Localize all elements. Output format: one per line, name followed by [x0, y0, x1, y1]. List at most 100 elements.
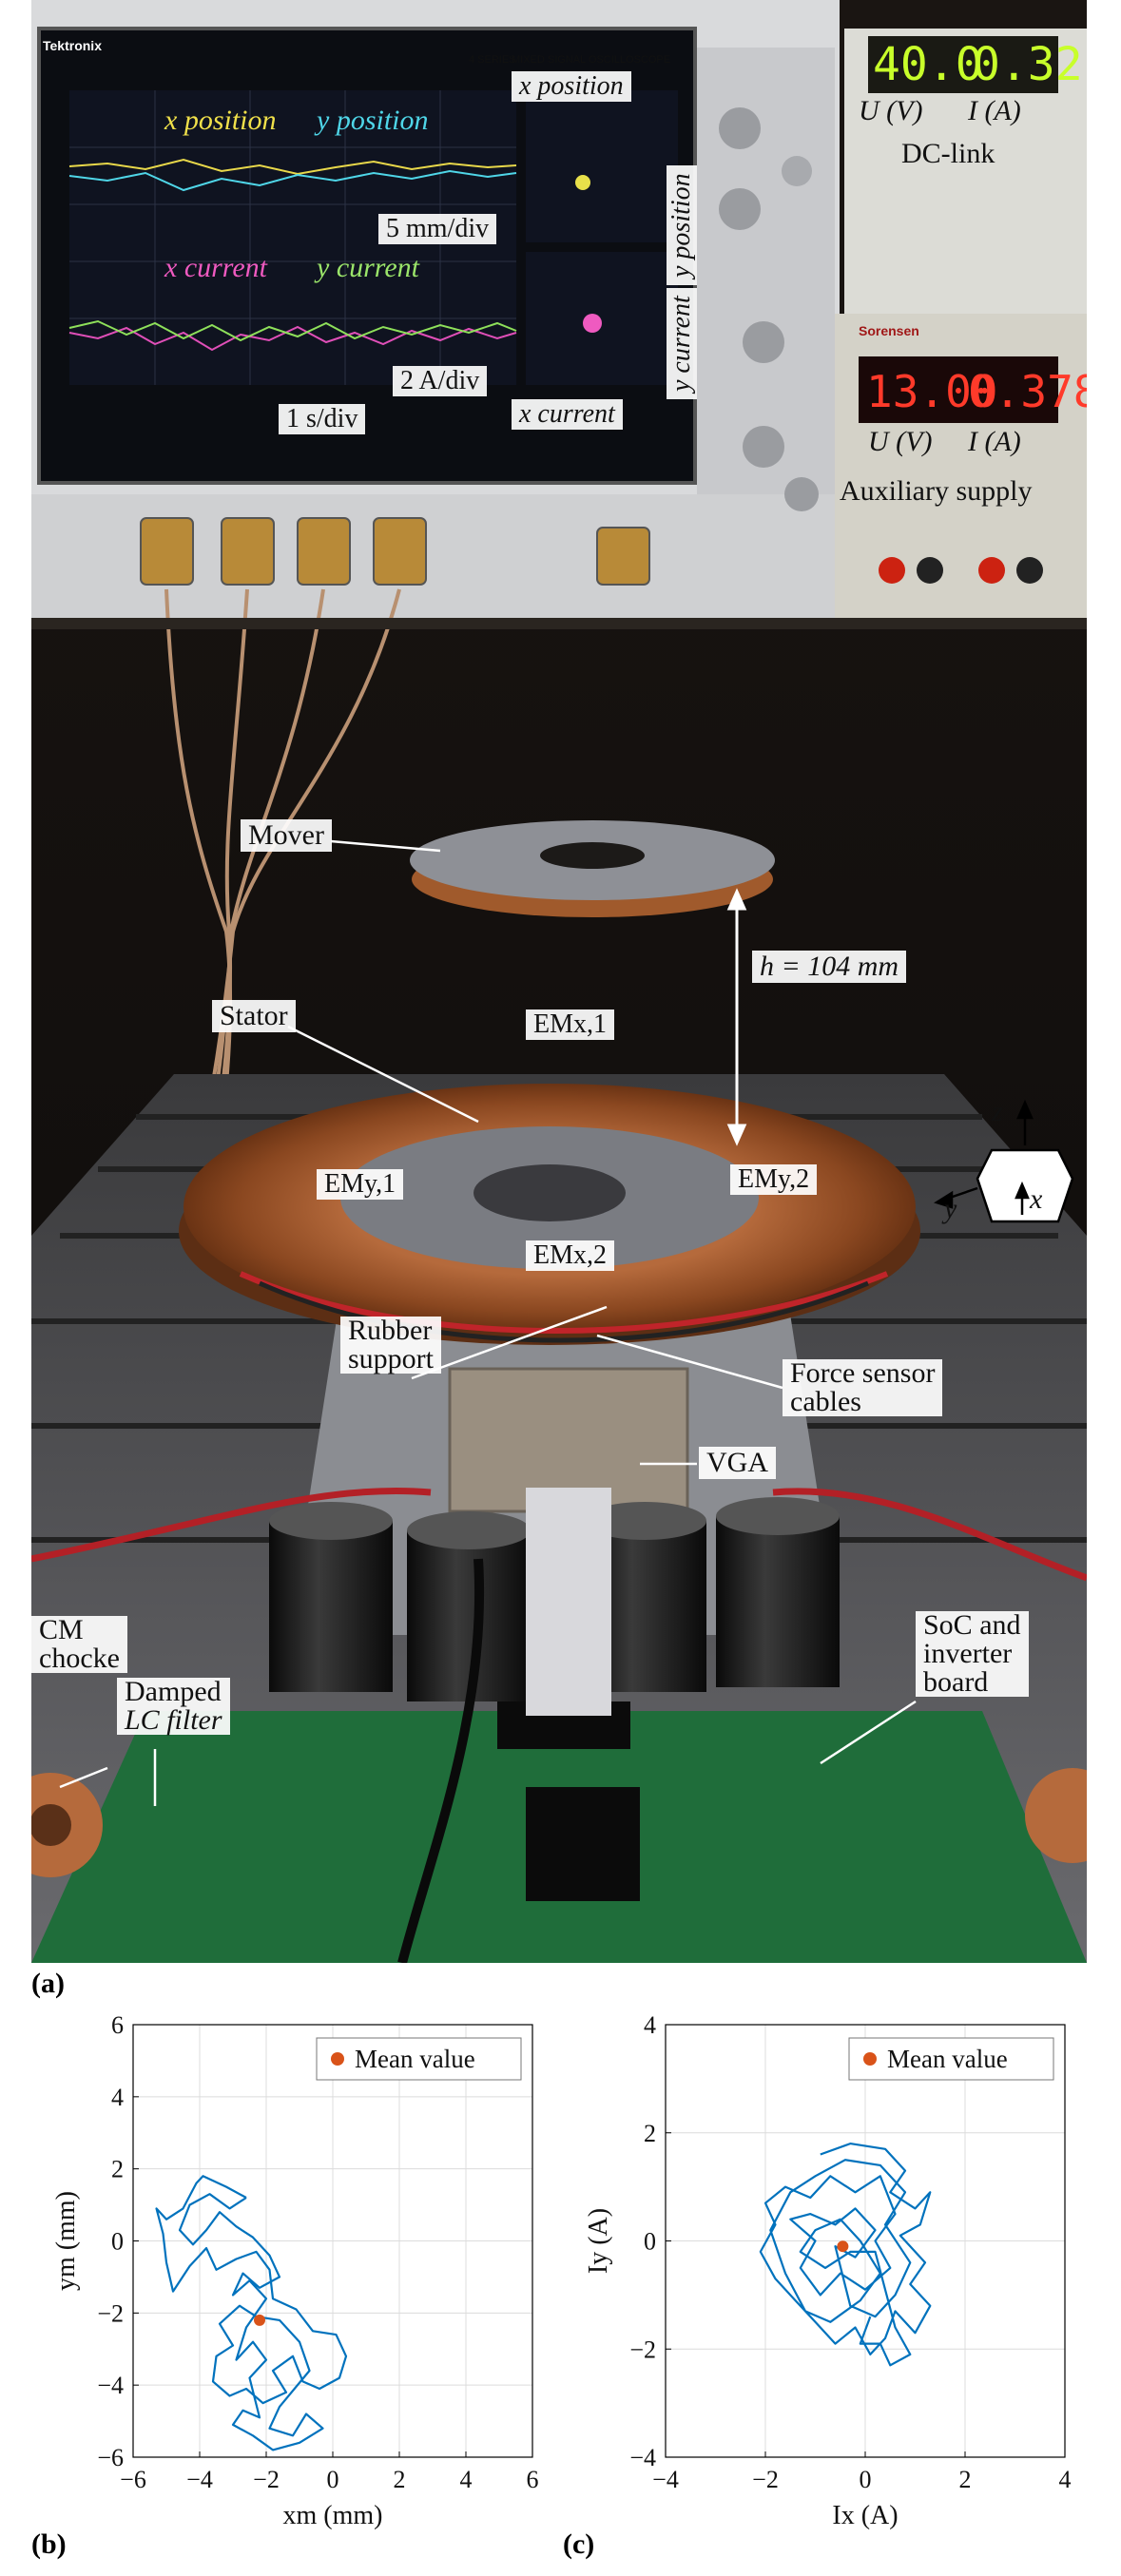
- dc-link-voltage-display: 40.0: [873, 38, 983, 91]
- x-tick-label: 0: [860, 2466, 872, 2493]
- y-axis-label: Iy (A): [584, 2208, 613, 2274]
- x-tick-label: 2: [959, 2466, 972, 2493]
- em-y1-label: EMy,1: [317, 1169, 404, 1200]
- x-tick-label: 2: [394, 2466, 406, 2493]
- em-x2-label: EMx,2: [526, 1240, 614, 1271]
- dc-link-name: DC-link: [901, 138, 995, 169]
- scope-x-position-label: x position: [164, 105, 277, 136]
- mover-label: Mover: [241, 819, 332, 852]
- em-y2-label: EMy,2: [730, 1164, 818, 1195]
- legend-box: [848, 2037, 1054, 2081]
- scope-x-current-label: x current: [164, 252, 268, 283]
- soc-leader: [820, 1700, 917, 1765]
- aux-current-display: 0.378: [968, 366, 1087, 417]
- subfigure-b-label: (b): [31, 2528, 67, 2560]
- lc-filter-label: Damped LC filter: [117, 1678, 230, 1735]
- legend-label: Mean value: [355, 2045, 475, 2073]
- y-axis-label: ym (mm): [51, 2191, 81, 2291]
- y-tick-label: −4: [629, 2444, 656, 2471]
- x-tick-label: 4: [460, 2466, 473, 2493]
- dc-link-i-label: I (A): [968, 95, 1021, 126]
- legend-marker: [331, 2052, 344, 2066]
- scope-y-position-label: y position: [317, 105, 429, 136]
- y-tick-label: 0: [111, 2228, 124, 2256]
- dc-link-current-display: 0.32: [973, 38, 1083, 91]
- xy-bottom-y-label: y current: [667, 288, 697, 399]
- y-tick-label: 2: [111, 2156, 124, 2183]
- legend-marker: [863, 2052, 877, 2066]
- x-tick-label: −6: [120, 2466, 146, 2493]
- aux-voltage-display: 13.00: [866, 366, 998, 417]
- aux-name: Auxiliary supply: [840, 475, 1033, 507]
- series-line: [759, 2143, 932, 2367]
- legend-box: [316, 2037, 522, 2081]
- scope-time-scale: 1 s/div: [279, 404, 366, 434]
- x-tick-label: −4: [652, 2466, 679, 2493]
- x-tick-label: 0: [327, 2466, 339, 2493]
- subfigure-a-label: (a): [31, 1968, 65, 1999]
- cm-leader: [59, 1766, 108, 1789]
- lc-label-line1: Damped: [125, 1676, 222, 1707]
- cm-label-line1: CM: [39, 1614, 84, 1645]
- x-axis-label: Ix (A): [832, 2501, 898, 2530]
- mean-value-point: [254, 2314, 265, 2326]
- y-tick-label: −4: [97, 2372, 124, 2399]
- lc-label-line2: LC filter: [125, 1704, 222, 1736]
- axis-y-label: y: [944, 1193, 957, 1224]
- cm-label-line2: chocke: [39, 1643, 120, 1674]
- soc-label-line2: inverter: [923, 1638, 1013, 1669]
- soc-label-line1: SoC and: [923, 1609, 1021, 1641]
- y-tick-label: 0: [644, 2228, 656, 2256]
- scope-position-scale: 5 mm/div: [378, 214, 497, 244]
- xy-bottom-x-label: x current: [512, 399, 623, 430]
- y-tick-label: 4: [644, 2011, 656, 2039]
- setup-photo-illustration: [31, 0, 1087, 1963]
- mover-leader: [330, 839, 441, 853]
- rubber-support-label: Rubber support: [340, 1317, 441, 1374]
- x-tick-label: 6: [527, 2466, 539, 2493]
- subfigure-c-label: (c): [563, 2528, 595, 2560]
- force-leader: [596, 1334, 783, 1390]
- scope-current-scale: 2 A/div: [393, 366, 488, 396]
- rubber-leader: [411, 1305, 608, 1380]
- coordinate-system-icon: [934, 1099, 1074, 1223]
- dc-link-u-label: U (V): [859, 95, 923, 126]
- scope-y-current-label: y current: [317, 252, 420, 283]
- scope-model-text: MIXED SIGNAL OSCILLOSCOPE: [512, 54, 671, 66]
- y-tick-label: 2: [644, 2120, 656, 2147]
- xy-top-x-label: x position: [512, 71, 631, 102]
- mean-value-point: [837, 2240, 849, 2253]
- x-tick-label: 4: [1059, 2466, 1072, 2493]
- chart-c: −4 −2 0 2 4 −4 −2 0 2 4 Ix (A) Iy (A) Mean value: [584, 2011, 1072, 2530]
- y-tick-label: −2: [97, 2299, 124, 2327]
- x-axis-label: xm (mm): [283, 2501, 383, 2530]
- cm-choke-label: CM chocke: [31, 1616, 127, 1673]
- rubber-label-line1: Rubber: [348, 1315, 433, 1346]
- force-sensor-label: Force sensor cables: [783, 1357, 943, 1417]
- aux-brand: Sorensen: [859, 323, 919, 338]
- scope-series-text: 4 SERIES: [469, 54, 516, 66]
- rubber-label-line2: support: [348, 1343, 434, 1375]
- stator-leader: [287, 1025, 479, 1124]
- force-label-line2: cables: [790, 1386, 861, 1417]
- soc-board-label: SoC and inverter board: [916, 1611, 1029, 1697]
- series-line: [155, 2175, 348, 2451]
- x-tick-label: −4: [186, 2466, 213, 2493]
- height-arrow: [726, 888, 747, 1146]
- vga-label: VGA: [699, 1447, 776, 1479]
- aux-i-label: I (A): [968, 426, 1021, 457]
- x-tick-label: −2: [253, 2466, 280, 2493]
- force-label-line1: Force sensor: [790, 1357, 936, 1389]
- aux-u-label: U (V): [868, 426, 933, 457]
- em-x1-label: EMx,1: [526, 1009, 614, 1040]
- soc-label-line3: board: [923, 1666, 989, 1698]
- stator-label: Stator: [212, 1000, 296, 1032]
- x-tick-label: −2: [752, 2466, 779, 2493]
- y-tick-label: −2: [629, 2336, 656, 2363]
- scope-brand: Tektronix: [43, 38, 102, 53]
- height-label: h = 104 mm: [752, 951, 907, 983]
- y-tick-label: 6: [111, 2011, 124, 2039]
- legend-label: Mean value: [887, 2045, 1008, 2073]
- y-tick-label: −6: [97, 2444, 124, 2471]
